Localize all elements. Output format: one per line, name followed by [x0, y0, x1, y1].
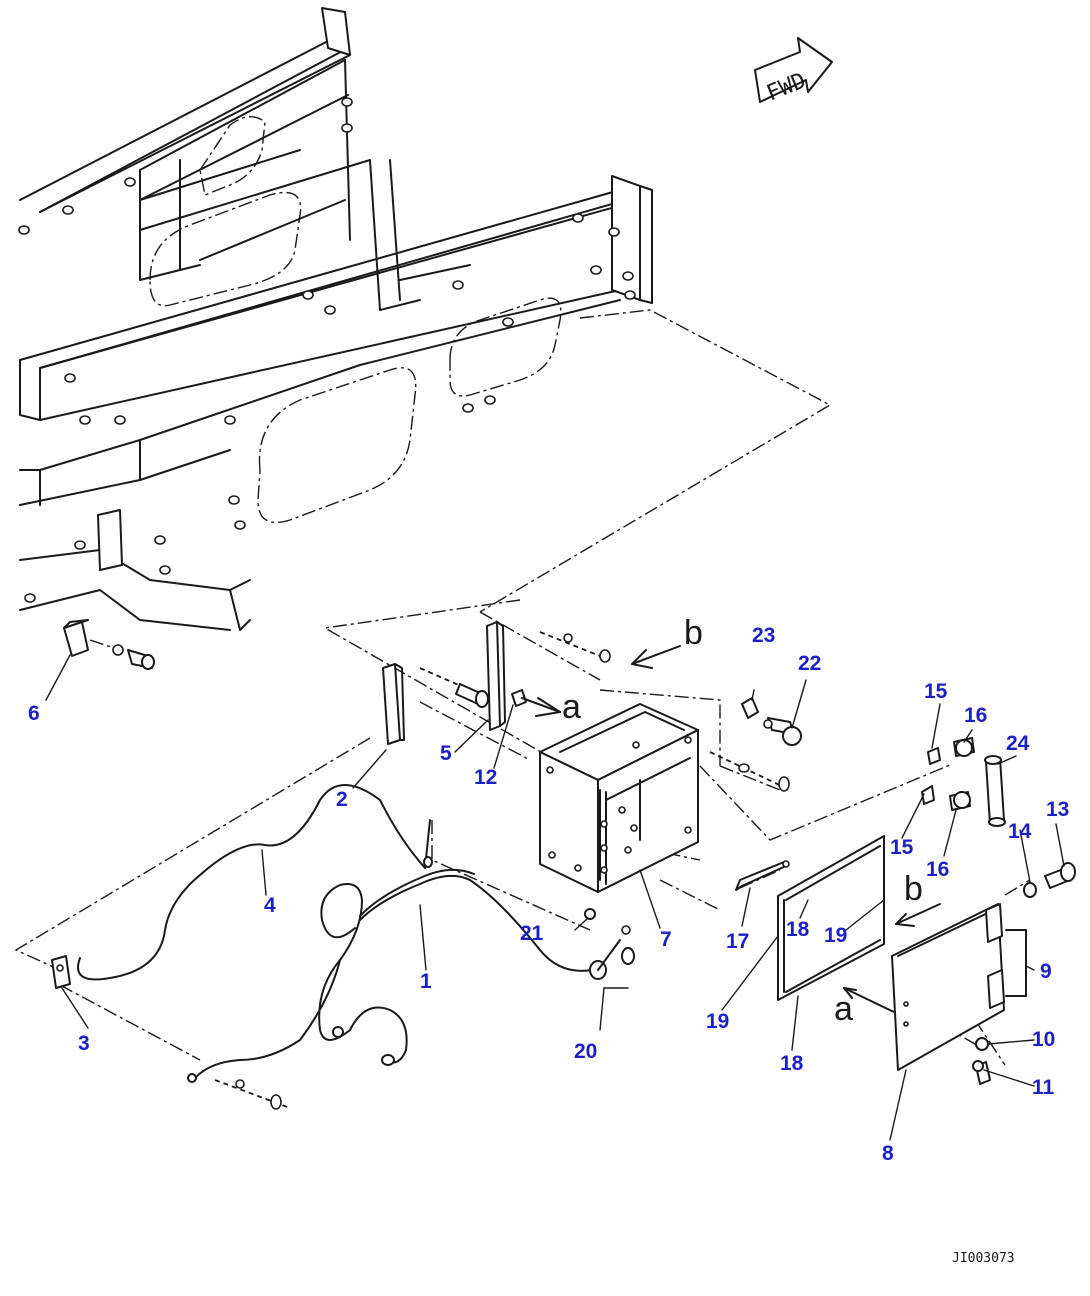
- part-8-cover: [891, 903, 1005, 1071]
- callout-7: 7: [660, 928, 672, 951]
- callout-4: 4: [264, 894, 276, 917]
- view-mark-b-top: b: [684, 614, 703, 652]
- part-2-bracket: [382, 663, 405, 745]
- part-12-clip: a: [511, 688, 581, 726]
- part-21-nut: [584, 908, 596, 920]
- drawing-code: JI003073: [952, 1251, 1015, 1266]
- callout-18-upper: 18: [786, 918, 810, 941]
- part-10-11-latch: [972, 1037, 991, 1085]
- callout-19-lower: 19: [706, 1010, 729, 1033]
- callout-6: 6: [28, 702, 40, 725]
- assembly-lines: [14, 309, 1031, 1066]
- part-24-damper: [984, 755, 1006, 827]
- part-22-23-bolt-nut: [741, 697, 802, 746]
- callout-24: 24: [1006, 732, 1030, 755]
- view-mark-b-bottom: b: [904, 870, 923, 908]
- callout-2: 2: [336, 788, 348, 811]
- callout-numbers: 1 2 3 4 5 6 7 8 9 10 11 12 13 14 15 15 1…: [28, 624, 1069, 1165]
- callout-8: 8: [882, 1142, 894, 1165]
- callout-18-lower: 18: [780, 1052, 804, 1075]
- wiring-harness: [51, 784, 635, 1110]
- callout-22: 22: [798, 652, 821, 675]
- view-arrow-b-bottom: b: [895, 870, 941, 927]
- callout-11: 11: [1032, 1076, 1055, 1099]
- callout-23: 23: [752, 624, 775, 647]
- callout-14: 14: [1008, 820, 1032, 843]
- part-9-hinges: [985, 903, 1027, 1009]
- leader-lines: [45, 654, 1065, 1141]
- fwd-label: FWD: [763, 68, 809, 106]
- callout-17: 17: [726, 930, 749, 953]
- part-7-box: [539, 703, 699, 893]
- part-18-19-seal-panel: [777, 835, 885, 1001]
- bracket-bolts: [419, 631, 611, 708]
- forward-direction-arrow: FWD: [754, 37, 833, 106]
- view-mark-a-top: a: [562, 688, 581, 726]
- callout-10: 10: [1032, 1028, 1055, 1051]
- callout-9: 9: [1040, 960, 1052, 983]
- callout-19-upper: 19: [824, 924, 847, 947]
- callout-12: 12: [474, 766, 497, 789]
- callout-1: 1: [420, 970, 432, 993]
- frame-holes: [18, 97, 636, 603]
- callout-16-lower: 16: [926, 858, 949, 881]
- view-arrow-b-top: b: [631, 614, 703, 669]
- part-5-bracket: [486, 621, 506, 731]
- callout-20: 20: [574, 1040, 597, 1063]
- callout-16-upper: 16: [964, 704, 987, 727]
- callout-13: 13: [1046, 798, 1069, 821]
- part-6-bracket-bolt: [63, 619, 155, 670]
- part-17-rod: [735, 860, 790, 891]
- callout-5: 5: [440, 742, 452, 765]
- part-13-14-bolt-washer: [1023, 862, 1076, 898]
- callout-21: 21: [520, 922, 544, 945]
- callout-15-upper: 15: [924, 680, 948, 703]
- callout-15-lower: 15: [890, 836, 914, 859]
- callout-3: 3: [78, 1032, 90, 1055]
- box-side-bolts: [709, 751, 791, 792]
- vehicle-frame: [18, 7, 653, 631]
- view-mark-a-bottom: a: [834, 990, 853, 1028]
- view-arrow-a-bottom: a: [834, 987, 895, 1028]
- part-15-16-screws: [921, 737, 975, 811]
